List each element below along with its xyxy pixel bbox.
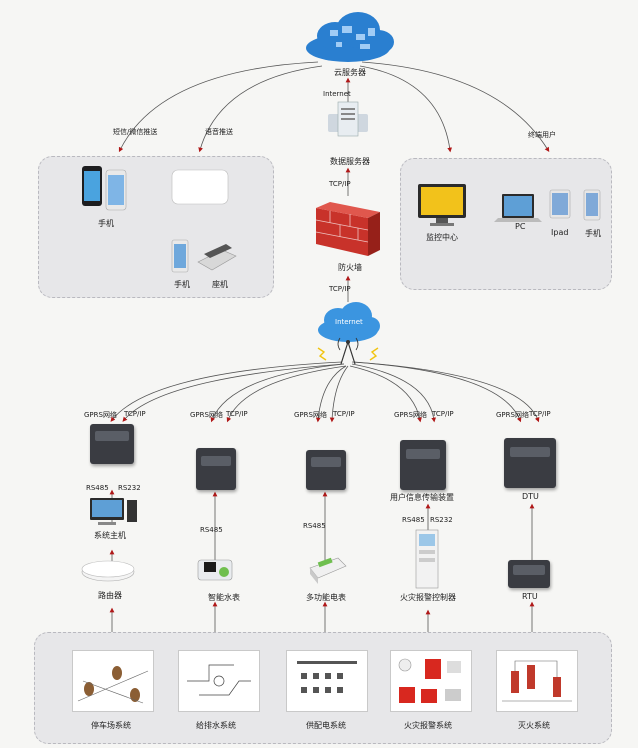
- ipad-label: Ipad: [551, 228, 569, 237]
- col3-gprs-label: GPRS网络: [294, 411, 327, 419]
- col2-rs485-label: RS485: [200, 526, 223, 534]
- col4-gprs-label: GPRS网络: [394, 411, 427, 419]
- fire-extinguishing-system-label: 灭火系统: [518, 721, 550, 730]
- fire-alarm-system-label: 火灾报警系统: [404, 721, 452, 730]
- col5-gprs-label: GPRS网络: [496, 411, 529, 419]
- tcpip-lower-label: TCP/IP: [329, 285, 351, 293]
- rtu-label: RTU: [522, 592, 538, 601]
- line-cloud-sms: [118, 61, 319, 153]
- dtu-label: DTU: [522, 492, 539, 501]
- power-system-thumbnail: [286, 650, 368, 712]
- voice-push-label: 语音推送: [205, 128, 233, 136]
- col4-tcpip-label: TCP/IP: [432, 410, 454, 418]
- line-cloud-right: [359, 65, 453, 153]
- col1-tcpip-label: TCP/IP: [124, 410, 146, 418]
- col4-rs232-label: RS232: [430, 516, 453, 524]
- landline-label: 座机: [212, 280, 228, 289]
- fire-controller-label: 火灾报警控制器: [400, 593, 456, 602]
- data-server-label: 数据服务器: [330, 157, 370, 166]
- left-phone1-label: 手机: [98, 219, 114, 228]
- monitor-center-label: 监控中心: [426, 233, 458, 242]
- internet-cloud-text: Internet: [335, 318, 363, 326]
- power-meter-label: 多功能电表: [306, 593, 346, 602]
- router-label: 路由器: [98, 591, 122, 600]
- water-meter-label: 智能水表: [208, 593, 240, 602]
- firewall-label: 防火墙: [338, 263, 362, 272]
- rtu-device: [508, 560, 550, 588]
- voice-gateway-icon: [171, 169, 229, 205]
- cloud-server-label: 云服务器: [334, 68, 366, 77]
- tcpip-upper-label: TCP/IP: [329, 180, 351, 188]
- col4-rs485-label: RS485: [402, 516, 425, 524]
- col2-gateway-device: [196, 448, 236, 490]
- fire-extinguishing-system-thumbnail: [496, 650, 578, 712]
- left-phone2-label: 手机: [174, 280, 190, 289]
- parking-system-thumbnail: [72, 650, 154, 712]
- fire-alarm-system-thumbnail: [390, 650, 472, 712]
- col3-rs485-label: RS485: [303, 522, 326, 530]
- right-phone-label: 手机: [585, 229, 601, 238]
- col2-gprs-label: GPRS网络: [190, 411, 223, 419]
- sms-push-label: 短信/微信推送: [113, 128, 158, 136]
- col1-gprs-label: GPRS网络: [84, 411, 117, 419]
- power-system-label: 供配电系统: [306, 721, 346, 730]
- dtu-device: [504, 438, 556, 488]
- water-system-thumbnail: [178, 650, 260, 712]
- col1-gateway-device: [90, 424, 134, 464]
- col2-tcpip-label: TCP/IP: [226, 410, 248, 418]
- col3-gateway-device: [306, 450, 346, 490]
- terminal-user-label: 终端用户: [528, 131, 556, 139]
- host-label: 系统主机: [94, 531, 126, 540]
- col1-rs232-label: RS232: [118, 484, 141, 492]
- col5-tcpip-label: TCP/IP: [529, 410, 551, 418]
- pc-label: PC: [515, 222, 526, 231]
- parking-system-label: 停车场系统: [91, 721, 131, 730]
- col1-rs485-label: RS485: [86, 484, 109, 492]
- water-system-label: 给排水系统: [196, 721, 236, 730]
- internet-label: Internet: [323, 90, 351, 98]
- col4-unit-label: 用户信息传输装置: [390, 493, 454, 502]
- line-cloud-voice: [198, 65, 323, 153]
- line-cloud-terminal: [361, 61, 550, 153]
- left-client-panel: [38, 156, 274, 298]
- col4-transmission-device: [400, 440, 446, 490]
- col3-tcpip-label: TCP/IP: [333, 410, 355, 418]
